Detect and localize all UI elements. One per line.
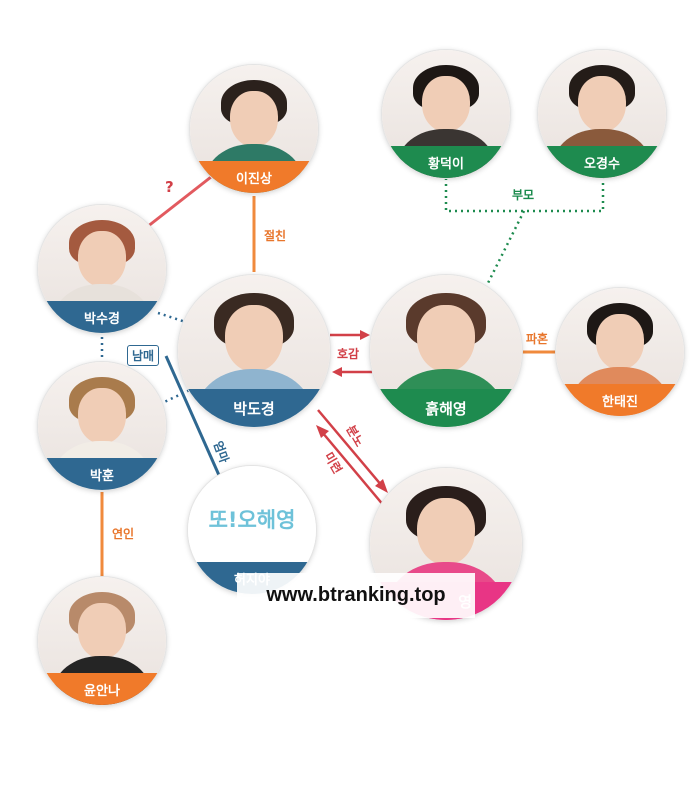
relation-label-parents: 부모 bbox=[512, 188, 535, 202]
show-logo: 또!오해영 bbox=[208, 508, 296, 533]
arrow-affection-left bbox=[332, 367, 342, 377]
arrow-lingering bbox=[316, 425, 329, 438]
character-park-sugyeong[interactable]: 박수경 bbox=[38, 205, 166, 333]
name-label-park-sugyeong: 박수경 bbox=[38, 301, 166, 333]
name-label-lee-jinsang: 이진상 bbox=[190, 161, 318, 193]
character-lee-jinsang[interactable]: 이진상 bbox=[190, 65, 318, 193]
watermark-text: www.btranking.top bbox=[237, 573, 475, 618]
name-label-han-taejin: 한태진 bbox=[556, 384, 684, 416]
name-label-yun-anna: 윤안나 bbox=[38, 673, 166, 705]
name-label-park-hun: 박훈 bbox=[38, 458, 166, 490]
relation-label-close-friend: 절친 bbox=[264, 229, 287, 243]
relation-label-siblings: 남매 bbox=[127, 345, 160, 366]
link-parents-down bbox=[484, 210, 526, 288]
name-label-hwang-deoki: 황덕이 bbox=[382, 146, 510, 178]
name-label-oh-gyeongsu: 오경수 bbox=[538, 146, 666, 178]
arrow-affection-right bbox=[360, 330, 370, 340]
character-oh-gyeongsu[interactable]: 오경수 bbox=[538, 50, 666, 178]
character-yun-anna[interactable]: 윤안나 bbox=[38, 577, 166, 705]
character-park-dogyeong[interactable]: 박도경 bbox=[178, 275, 330, 427]
relation-label-question: ? bbox=[165, 178, 174, 196]
name-label-park-dogyeong: 박도경 bbox=[178, 389, 330, 427]
character-han-taejin[interactable]: 한태진 bbox=[556, 288, 684, 416]
relation-label-broken-engagement: 파혼 bbox=[526, 332, 549, 346]
name-label-heuk-haeyoung: 흙해영 bbox=[370, 389, 522, 427]
character-heuk-haeyoung[interactable]: 흙해영 bbox=[370, 275, 522, 427]
relation-label-lovers: 연인 bbox=[112, 527, 135, 541]
character-hwang-deoki[interactable]: 황덕이 bbox=[382, 50, 510, 178]
character-park-hun[interactable]: 박훈 bbox=[38, 362, 166, 490]
relation-label-affection: 호감 bbox=[337, 347, 360, 361]
